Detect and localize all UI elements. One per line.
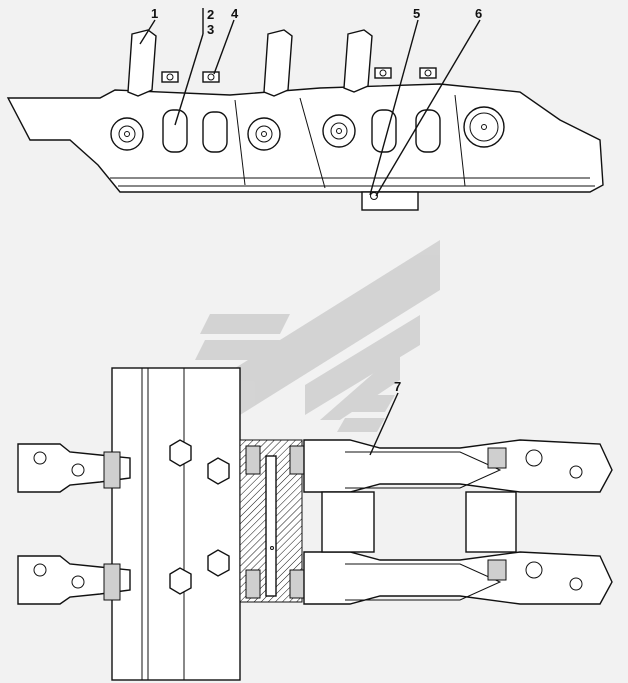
callout-7: 7 [394, 379, 401, 394]
callout-6: 6 [475, 6, 482, 21]
callout-1: 1 [151, 6, 158, 21]
leader-lines [139, 8, 481, 456]
pin-section [239, 439, 305, 603]
callout-5: 5 [413, 6, 420, 21]
track-side-view [6, 29, 604, 211]
callout-3: 3 [207, 22, 214, 37]
pin-bosses [110, 106, 505, 151]
callout-labels: 1 2 3 4 5 6 7 [151, 6, 482, 394]
track-plan-view [17, 367, 613, 681]
callout-2: 2 [207, 7, 214, 22]
callout-4: 4 [231, 6, 239, 21]
bolt-heads [161, 67, 437, 83]
watermark-logo [195, 240, 440, 440]
plate-bolts [169, 439, 230, 595]
